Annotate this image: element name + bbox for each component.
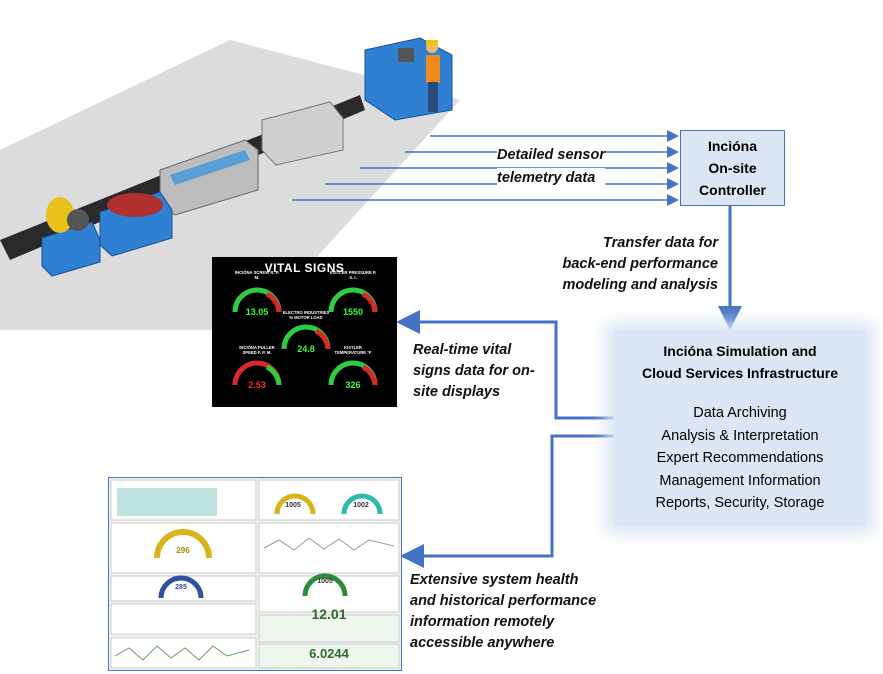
gauge-value: 2.53	[248, 380, 266, 390]
label-line: Real-time vital	[413, 342, 512, 358]
controller-line: Controller	[699, 182, 766, 198]
label-line: information remotely	[410, 614, 555, 630]
label-line: signs data for on-	[413, 363, 535, 379]
dashboard-gauge-value: 1005	[317, 578, 333, 585]
gauge-value: 13.05	[245, 307, 269, 317]
vital-signs-panel: VITAL SIGNS INCIÓNA SCREW R. P. M. 13.05…	[212, 257, 397, 407]
vital-signs-title: VITAL SIGNS	[264, 261, 345, 275]
service-item: Expert Recommendations	[656, 450, 824, 466]
gauge-label: INCIÓNA SCREW R. P. M.	[234, 270, 280, 280]
label-line: Transfer data for	[603, 235, 718, 251]
extensive-health-label: Extensive system health and historical p…	[410, 570, 596, 654]
dashboard-gauge-value: 296	[176, 546, 190, 555]
gauge-value: 326	[345, 380, 361, 390]
service-item: Data Archiving	[693, 405, 787, 421]
transfer-data-label: Transfer data for back-end performance m…	[530, 233, 718, 296]
gauge-label: INCIÓNA PULLER SPEED F. P. M.	[239, 345, 275, 355]
vital-gauges	[232, 287, 378, 386]
dashboard-gauge-value: 1002	[353, 502, 369, 509]
remote-dashboard-panel: 1005 1002 296 285 1005 12.01 6.0244	[108, 477, 402, 671]
dashboard-graphics	[110, 479, 400, 669]
label-line: Detailed sensor	[497, 145, 605, 166]
gauge-value: 1550	[342, 307, 364, 317]
gauge-label: KISTLER PRESSURE P. S. I.	[329, 270, 377, 280]
dashboard-big-value: 12.01	[311, 606, 347, 622]
cloud-services-box: Incióna Simulation and Cloud Services In…	[614, 330, 866, 526]
service-item: Reports, Security, Storage	[655, 495, 825, 511]
label-line: and historical performance	[410, 593, 597, 609]
service-item: Analysis & Interpretation	[661, 427, 819, 444]
label-line: telemetry data	[497, 168, 605, 189]
label-line: site displays	[413, 384, 501, 400]
cloud-title-line: Cloud Services Infrastructure	[641, 365, 839, 381]
label-line: back-end performance	[562, 256, 718, 272]
onsite-controller-box: Incióna On-site Controller	[680, 130, 785, 206]
label-line: Extensive system health	[410, 572, 579, 588]
dashboard-gauge-value: 1005	[285, 502, 301, 509]
cloud-title-line: Incióna Simulation and	[663, 343, 817, 359]
sensor-telemetry-label: Detailed sensor telemetry data	[497, 145, 605, 189]
label-line: accessible anywhere	[410, 635, 555, 651]
dashboard-big-value: 6.0244	[309, 646, 349, 661]
dashboard-gauge-value: 285	[175, 584, 187, 591]
gauge-label: ELECTRO INDUSTRIES % MOTOR LOAD	[282, 310, 330, 320]
label-line: modeling and analysis	[562, 277, 718, 293]
gauge-value: 24.8	[297, 344, 315, 354]
cloud-title: Incióna Simulation and Cloud Services In…	[614, 340, 866, 384]
controller-line: Incióna	[707, 138, 757, 154]
realtime-vital-signs-label: Real-time vital signs data for on- site …	[413, 340, 535, 403]
gauge-label: KISTLER TEMPERATURE °F	[334, 345, 372, 355]
service-item: Management Information	[659, 472, 821, 489]
controller-line: On-site	[708, 160, 757, 176]
